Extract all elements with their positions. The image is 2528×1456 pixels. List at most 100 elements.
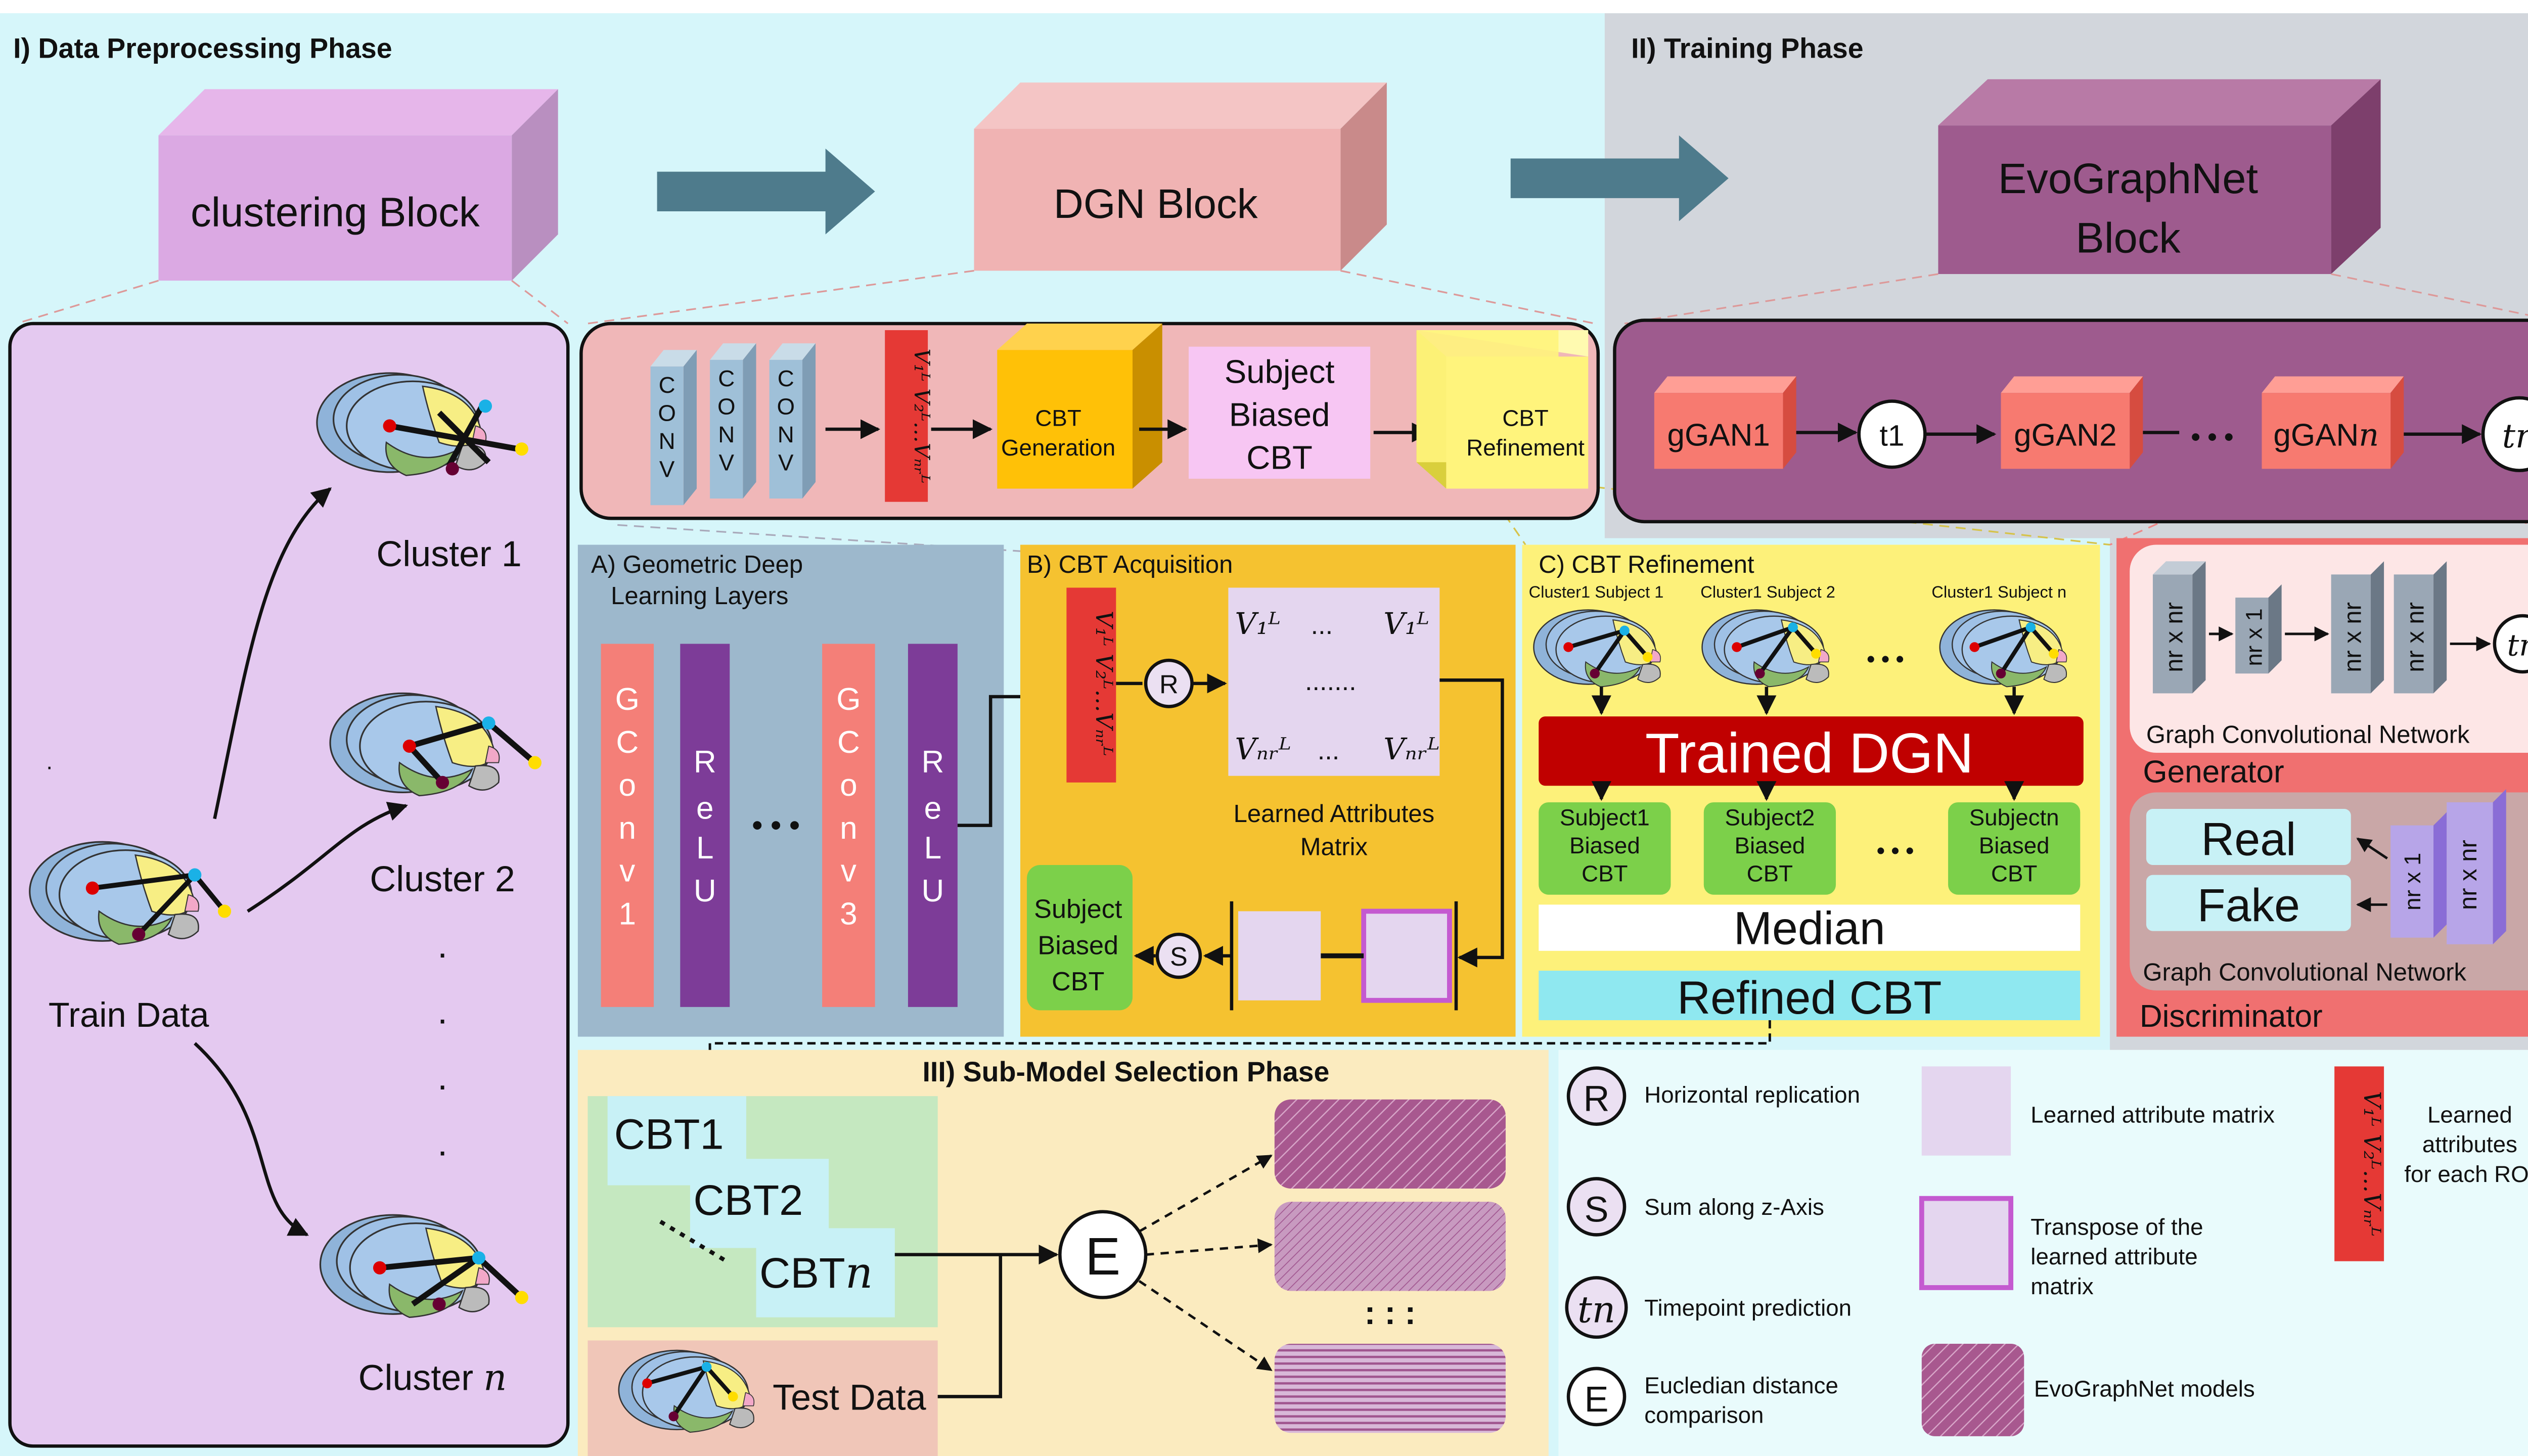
- svg-text:Biased: Biased: [1979, 833, 2050, 858]
- dgn-block: DGN Block: [974, 82, 1387, 271]
- svg-text:CBTn: CBTn: [759, 1248, 873, 1298]
- svg-text:CBT: CBT: [1991, 861, 2037, 887]
- svg-text:learned attribute: learned attribute: [2030, 1244, 2197, 1269]
- svg-text:CBT1: CBT1: [614, 1110, 724, 1158]
- legend-roi-vector: [2334, 1066, 2384, 1261]
- svg-text:EvoGraphNet models: EvoGraphNet models: [2034, 1376, 2255, 1401]
- cluster-dots: .: [437, 925, 447, 966]
- real-box: [2146, 809, 2351, 866]
- svg-text:Fake: Fake: [2197, 880, 2300, 931]
- svg-text:Vₙᵣᴸ: Vₙᵣᴸ: [1235, 732, 1291, 766]
- svg-text:comparison: comparison: [1644, 1402, 1764, 1428]
- selection-panel: III) Sub-Model Selection Phase CBT1 CBT2…: [577, 1050, 1549, 1456]
- svg-text:Sum along z-Axis: Sum along z-Axis: [1644, 1194, 1824, 1220]
- subject1-biased-cbt: [1539, 802, 1671, 895]
- svg-text:Learned Attributes: Learned Attributes: [1234, 800, 1434, 828]
- svg-text:CBT: CBT: [1246, 439, 1313, 476]
- svg-text:V₁ᴸ V₂ᴸ…Vₙᵣᴸ: V₁ᴸ V₂ᴸ…Vₙᵣᴸ: [2359, 1091, 2385, 1237]
- clustering-panel: Cluster 1 Cluster 2 . . . . Cluster n Tr…: [8, 322, 570, 1448]
- svg-text:Biased: Biased: [1037, 931, 1118, 960]
- learned-matrix-copy: [1238, 911, 1321, 1000]
- median-bar: [1539, 904, 2081, 951]
- generator-layers: nr x nr nr x 1 nr x nr nr x nr: [2152, 561, 2492, 694]
- svg-text:gGAN2: gGAN2: [2014, 418, 2116, 453]
- svg-text:CBT: CBT: [1582, 861, 1628, 887]
- svg-text:Biased: Biased: [1569, 833, 1640, 858]
- svg-text:nr x nr: nr x nr: [2339, 602, 2366, 672]
- svg-text:Subject1: Subject1: [1560, 805, 1650, 831]
- cluster2-label: Cluster 2: [370, 859, 515, 899]
- svg-text:Cluster1 Subject 1: Cluster1 Subject 1: [1529, 582, 1664, 601]
- svg-text:Refinement: Refinement: [1466, 435, 1585, 461]
- svg-text:.: .: [437, 1057, 447, 1098]
- svg-text:Learned: Learned: [2427, 1102, 2512, 1127]
- svg-text:tn: tn: [1577, 1289, 1615, 1331]
- svg-text:Refined CBT: Refined CBT: [1677, 972, 1942, 1024]
- svg-text:for each ROI: for each ROI: [2404, 1161, 2528, 1187]
- cluster1-label: Cluster 1: [376, 534, 521, 574]
- svg-text:nr x nr: nr x nr: [2402, 602, 2429, 672]
- svg-text:C) CBT Refinement: C) CBT Refinement: [1539, 551, 1754, 578]
- svg-text:attributes: attributes: [2422, 1131, 2517, 1157]
- cluster-n-label: Cluster n: [358, 1356, 507, 1398]
- svg-text:Trained DGN: Trained DGN: [1645, 721, 1974, 785]
- svg-text:Biased: Biased: [1229, 396, 1330, 433]
- svg-text:Biased: Biased: [1735, 833, 1805, 858]
- svg-text:R: R: [1584, 1079, 1610, 1119]
- attribute-vector-red: [885, 330, 928, 502]
- svg-text:.: .: [46, 749, 53, 775]
- svg-text:Subject: Subject: [1225, 353, 1335, 390]
- svg-text:CBT2: CBT2: [693, 1176, 803, 1224]
- section-c-panel: C) CBT Refinement Cluster1 Subject 1 Clu…: [1522, 544, 2100, 1037]
- svg-text:Timepoint prediction: Timepoint prediction: [1644, 1295, 1852, 1321]
- svg-text:tn: tn: [2507, 627, 2528, 662]
- svg-text:S: S: [1170, 942, 1188, 972]
- tn-node: [2481, 396, 2528, 472]
- svg-text:Cluster1 Subject n: Cluster1 Subject n: [1931, 582, 2066, 601]
- svg-text:S: S: [1585, 1189, 1609, 1230]
- gconv1-layer: [601, 644, 654, 1007]
- svg-text:V₁ᴸ V₂ᴸ…Vₙᵣᴸ: V₁ᴸ V₂ᴸ…Vₙᵣᴸ: [909, 348, 934, 483]
- dgn-block-label: DGN Block: [1054, 181, 1258, 227]
- svg-text:tn: tn: [2502, 417, 2528, 456]
- evographnet-model-2: [1274, 1202, 1506, 1291]
- svg-text:...: ...: [1311, 611, 1333, 640]
- ggan1-box: gGAN1: [1654, 376, 1796, 469]
- svg-text:matrix: matrix: [2030, 1273, 2094, 1299]
- svg-text:• • •: • • •: [1867, 646, 1904, 672]
- svg-text:nr x 1: nr x 1: [2241, 608, 2267, 666]
- gan-tn-node: [2493, 614, 2528, 674]
- svg-text:• • •: • • •: [1877, 838, 1914, 863]
- svg-text:...: ...: [1318, 736, 1340, 765]
- evographnet-model-n: [1274, 1343, 1506, 1433]
- cbt-refinement-cube: CBT Refinement: [1416, 330, 1589, 489]
- subject-biased-cbt-b: [1027, 865, 1133, 1011]
- evographnet-block-label-2: Block: [2075, 214, 2181, 262]
- evographnet-model-1: [1274, 1099, 1506, 1189]
- svg-text:Graph Convolutional Network: Graph Convolutional Network: [2146, 721, 2470, 748]
- generator-label: Generator: [2143, 755, 2284, 790]
- train-data-label: Train Data: [49, 995, 209, 1034]
- svg-text:.: .: [437, 991, 447, 1031]
- learned-attributes-matrix: [1228, 587, 1440, 776]
- svg-text:.: .: [437, 1123, 447, 1164]
- evographnet-block: EvoGraphNet Block: [1938, 79, 2381, 275]
- svg-text:V₁ᴸ: V₁ᴸ: [1383, 606, 1429, 641]
- svg-text:A) Geometric Deep: A) Geometric Deep: [591, 551, 803, 578]
- svg-text:Transpose of the: Transpose of the: [2030, 1214, 2203, 1240]
- transpose-matrix: [1361, 908, 1452, 1003]
- relu-layer-1: [680, 644, 730, 1007]
- evographnet-block-label-1: EvoGraphNet: [1998, 154, 2258, 202]
- phase-arrow-2: [1510, 135, 1729, 221]
- refined-cbt-bar: [1539, 971, 2081, 1020]
- svg-text:nr x nr: nr x nr: [2455, 840, 2482, 910]
- svg-text:Generation: Generation: [1001, 435, 1115, 461]
- svg-text:Learning Layers: Learning Layers: [611, 582, 788, 610]
